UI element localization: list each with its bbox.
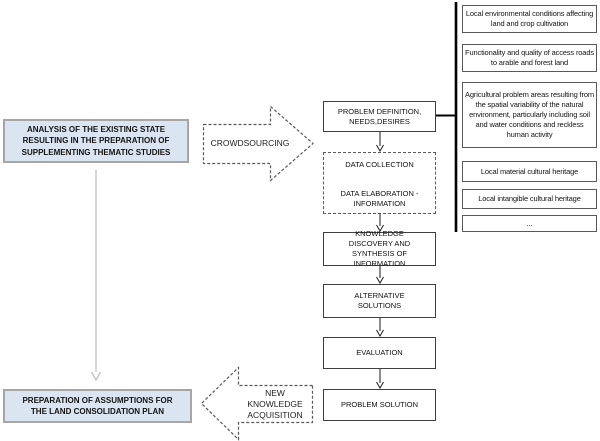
problem-solution-box: PROBLEM SOLUTION [323,389,436,421]
new-knowledge-label: NEW KNOWLEDGE ACQUISITION [247,387,303,420]
topic-label: Local material cultural heritage [480,166,579,176]
topic-intangible-heritage: Local intangible cultural heritage [462,189,597,209]
topic-label: ... [526,218,533,228]
knowledge-discovery-box: KNOWLEDGE DISCOVERY AND SYNTHESIS OF INF… [323,229,436,268]
topic-material-heritage: Local material cultural heritage [462,161,597,182]
topic-label: Agricultural problem areas resulting fro… [465,90,594,139]
preparation-assumptions-label: PREPARATION OF ASSUMPTIONS FOR THE LAND … [22,395,173,417]
data-collection-label: DATA COLLECTION [345,160,414,169]
topic-label: Local intangible cultural heritage [478,194,581,203]
analysis-existing-state-box: ANALYSIS OF THE EXISTING STATE RESULTING… [3,119,189,163]
flow-arrow-3 [376,214,384,232]
flow-arrow-6 [376,369,384,389]
problem-solution-label: PROBLEM SOLUTION [340,400,419,409]
evaluation-label: EVALUATION [356,348,403,357]
analysis-existing-state-label: ANALYSIS OF THE EXISTING STATE RESULTING… [21,124,171,157]
knowledge-discovery-label: KNOWLEDGE DISCOVERY AND SYNTHESIS OF INF… [348,229,411,268]
topic-ellipsis: ... [462,215,597,232]
data-elaboration-label: DATA ELABORATION - INFORMATION [340,189,419,208]
new-knowledge-block-arrow [200,366,314,441]
crowdsourcing-label: CROWDSOURCING [210,137,290,148]
flow-arrow-1 [376,132,384,152]
topic-access-roads: Functionality and quality of access road… [462,44,597,72]
crowdsourcing-block-arrow [202,105,314,182]
gray-down-arrow [90,170,102,382]
topic-environmental-conditions: Local environmental conditions affecting… [462,5,597,33]
problem-definition-box: PROBLEM DEFINITION, NEEDS,DESIRES [323,101,436,132]
topic-label: Local environmental conditions affecting… [465,9,594,28]
flow-arrow-4 [376,266,384,284]
problem-definition-label: PROBLEM DEFINITION, NEEDS,DESIRES [337,106,422,126]
evaluation-box: EVALUATION [323,337,436,369]
data-stage-dashed-box: DATA COLLECTION DATA ELABORATION - INFOR… [323,152,436,214]
alternative-solutions-label: ALTERNATIVE SOLUTIONS [354,291,405,310]
flow-arrow-5 [376,318,384,337]
preparation-assumptions-box: PREPARATION OF ASSUMPTIONS FOR THE LAND … [3,389,192,423]
alternative-solutions-box: ALTERNATIVE SOLUTIONS [323,284,436,318]
topic-label: Functionality and quality of access road… [465,48,594,67]
topics-bracket [435,2,458,232]
topic-agricultural-problem-areas: Agricultural problem areas resulting fro… [462,82,597,148]
